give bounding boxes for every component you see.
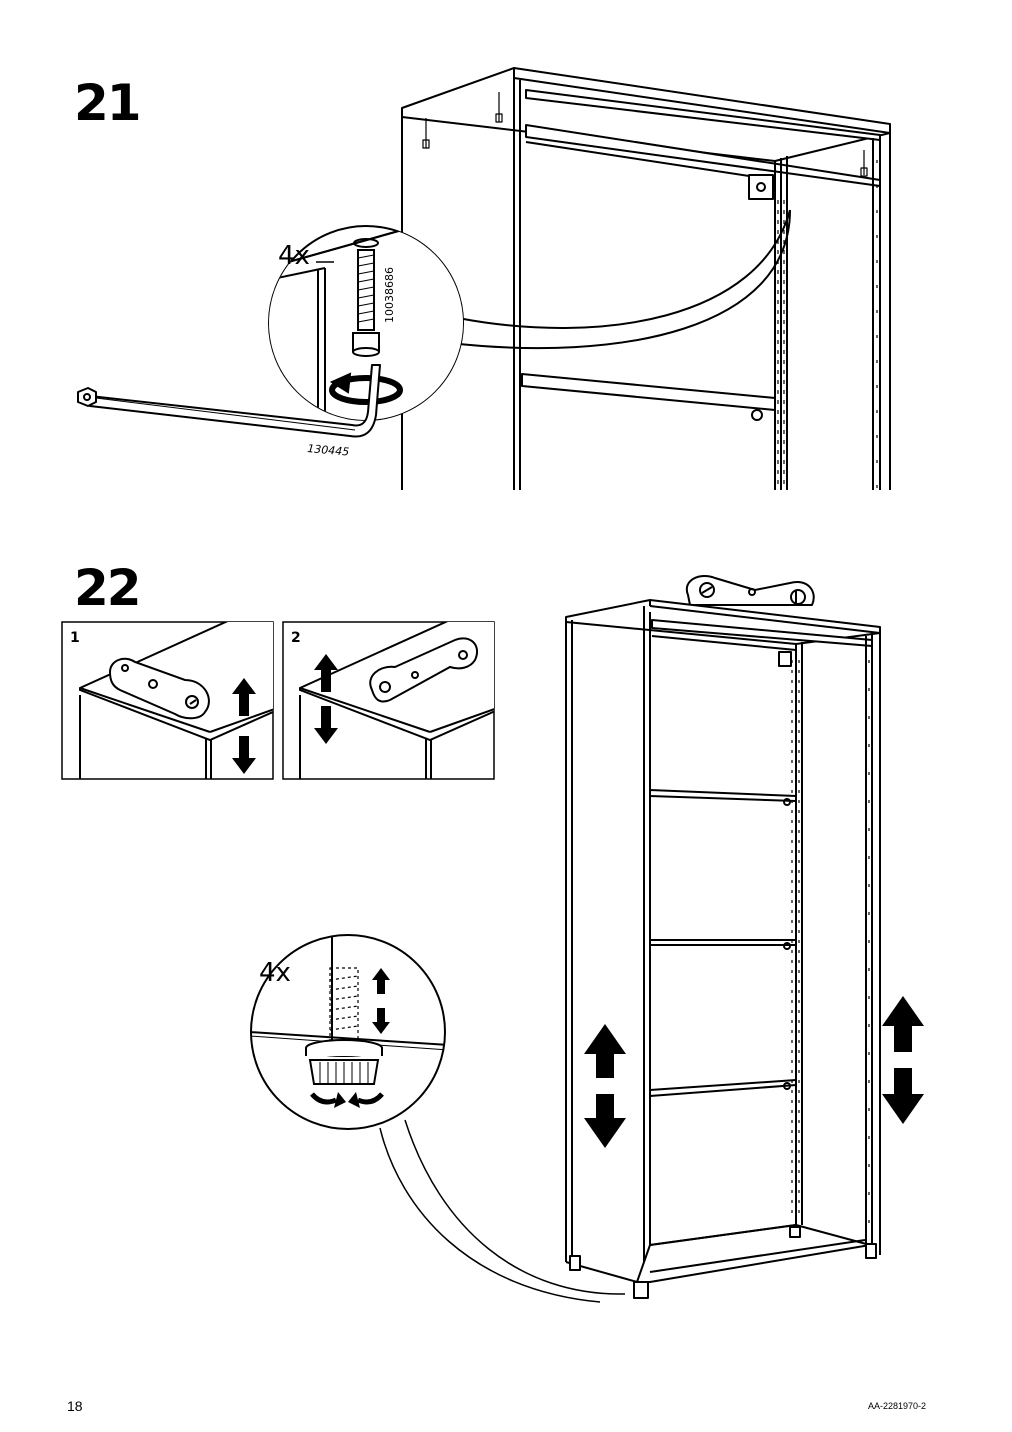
step-21-quantity-label: 4x (278, 241, 310, 271)
panel-2-label: 2 (291, 630, 301, 646)
step-22-panel-1: 1 (61, 621, 274, 780)
step-22-quantity-label: 4x (259, 958, 291, 988)
screw-part-number: 10038686 (383, 267, 396, 323)
step-21-cabinet-illustration (401, 67, 891, 490)
step-22-number: 22 (74, 559, 142, 617)
document-code: AA-2281970-2 (868, 1401, 927, 1411)
panel-1-label: 1 (70, 630, 80, 646)
page-number: 18 (67, 1398, 83, 1414)
adjust-height-arrows (584, 996, 924, 1148)
allen-key-part-number: 130445 (307, 442, 350, 459)
step-21-number: 21 (74, 74, 142, 132)
step-22-cabinet-illustration (379, 575, 881, 1303)
step-22-detail-circle (250, 934, 446, 1130)
allen-key-icon (77, 364, 381, 438)
step-22-panel-2: 2 (282, 621, 495, 780)
step-21-detail-circle (268, 225, 464, 421)
